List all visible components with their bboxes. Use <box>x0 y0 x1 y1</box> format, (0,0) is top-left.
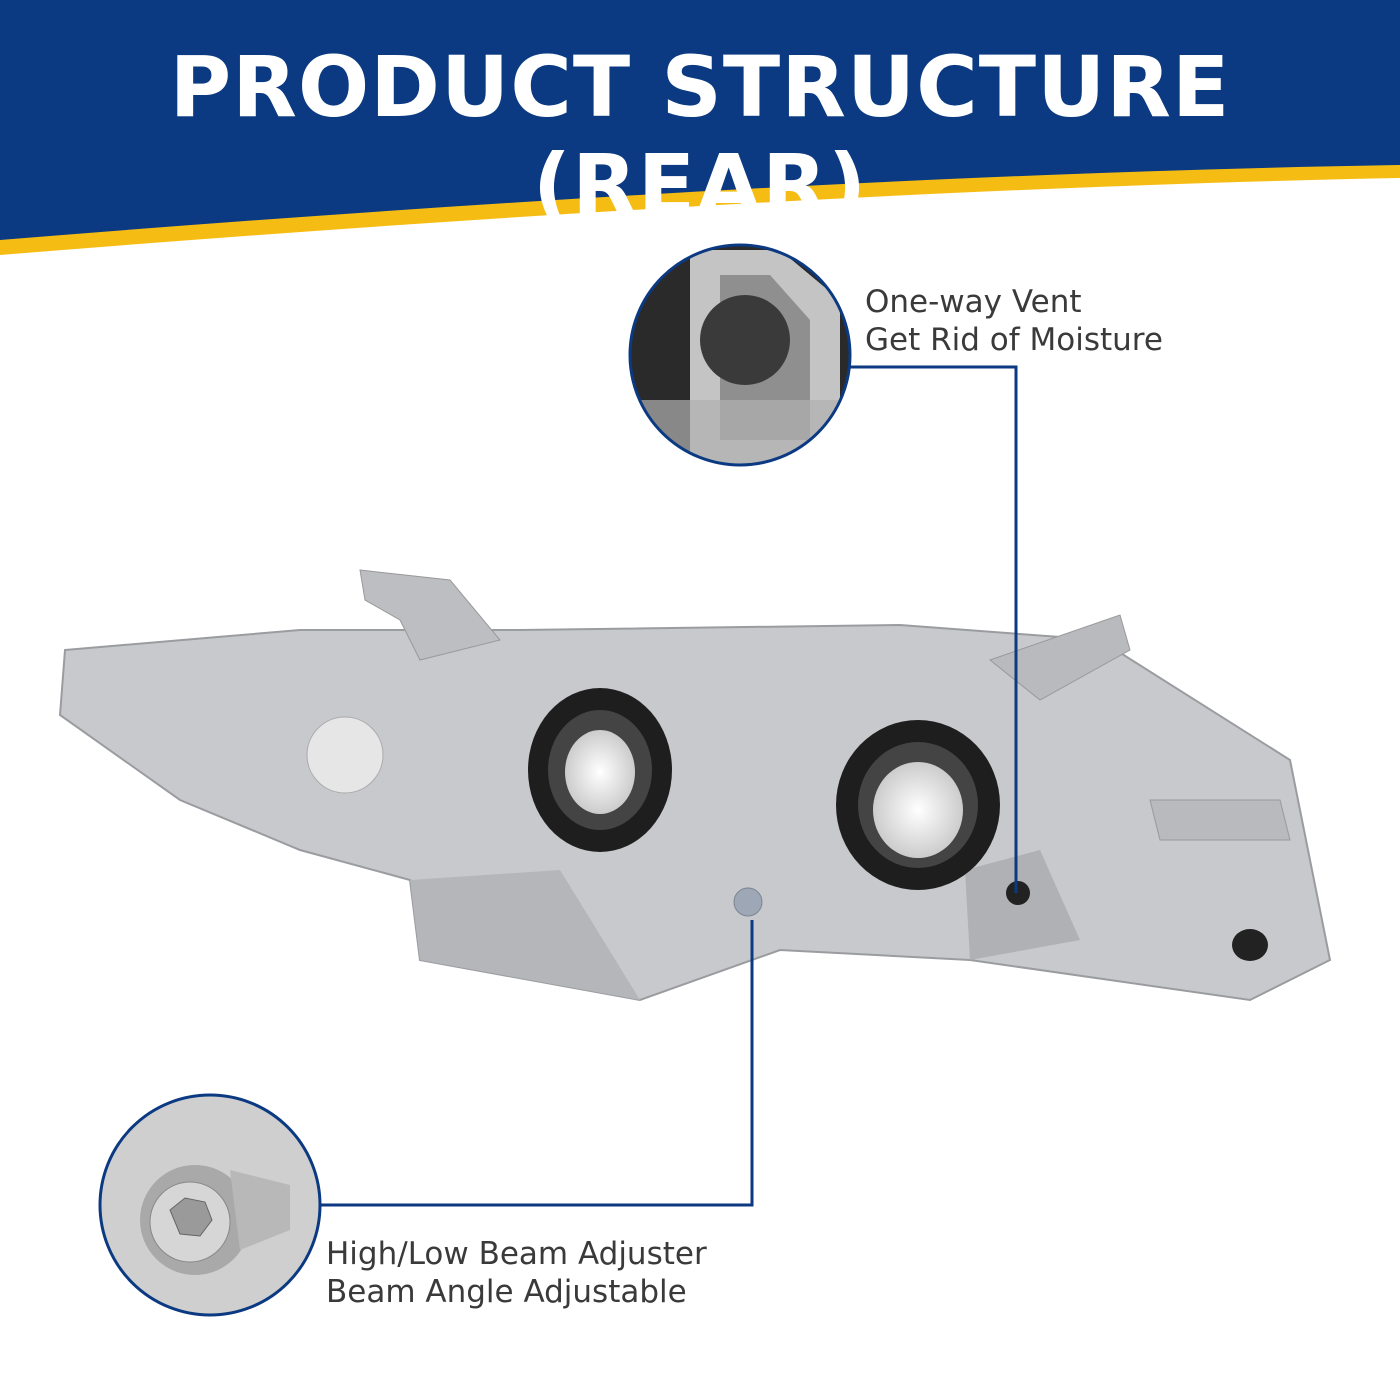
header-blue-band <box>0 0 1400 240</box>
page-title: PRODUCT STRUCTURE (REAR) <box>169 38 1231 234</box>
callout-beam-adjuster: High/Low Beam Adjuster Beam Angle Adjust… <box>326 1235 707 1311</box>
adjuster-detail-zoom <box>100 1095 320 1315</box>
callout-vent-title: One-way Vent <box>865 284 1082 320</box>
headlight-image <box>58 569 1332 1002</box>
callout-vent: One-way Vent Get Rid of Moisture <box>865 283 1163 359</box>
leader-line-adjuster <box>320 920 754 1207</box>
vent-detail-zoom <box>630 245 850 465</box>
callout-adjuster-subtitle: Beam Angle Adjustable <box>326 1274 687 1310</box>
callout-vent-subtitle: Get Rid of Moisture <box>865 322 1163 358</box>
callout-adjuster-title: High/Low Beam Adjuster <box>326 1236 707 1272</box>
leader-line-vent <box>850 365 1018 893</box>
